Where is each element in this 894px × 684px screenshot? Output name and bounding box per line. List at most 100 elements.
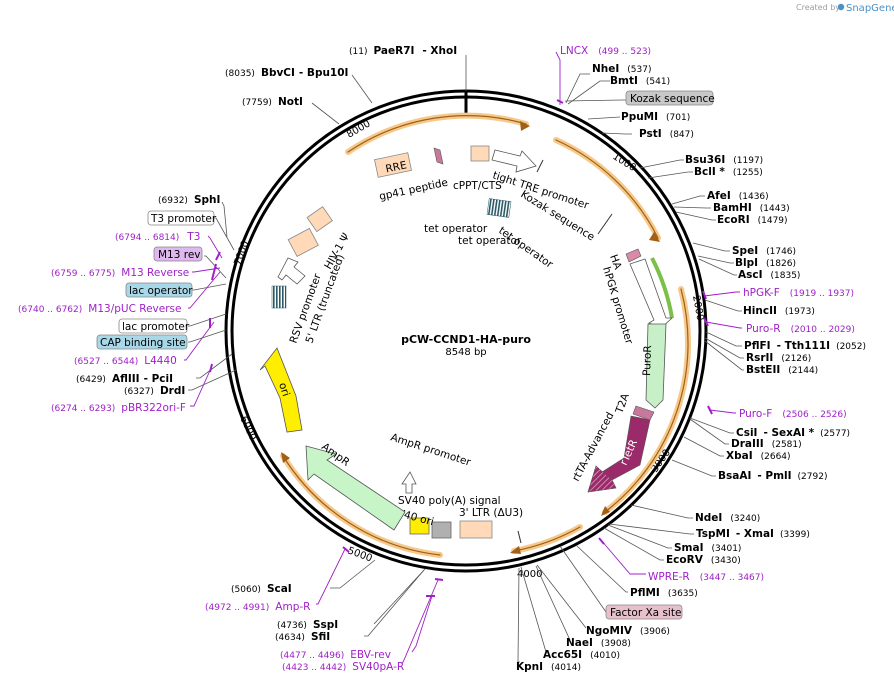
orf-arc-1 (345, 112, 529, 155)
leader-asci (698, 258, 737, 276)
enzyme-label: DraIII(2581) (731, 438, 802, 450)
leader-ndei (630, 504, 693, 519)
enzyme-label: BclI *(1255) (694, 166, 763, 178)
tick-7000: 7000 (232, 239, 251, 267)
tet-operator-block (486, 198, 512, 218)
primer-leader-lncx (555, 51, 561, 105)
tick-5000: 5000 (346, 545, 374, 564)
enzyme-label: SmaI(3401) (674, 542, 741, 554)
leader-bbvci (351, 74, 373, 104)
enzyme-label: XbaI(2664) (726, 450, 791, 462)
tick-2000: 2000 (690, 295, 705, 322)
primer-mark-wprer (598, 537, 605, 545)
primer-leader-m13puc (188, 271, 221, 309)
primer-label: (6794 .. 6814)T3 (115, 231, 200, 243)
primer-leader-hpgkf (703, 291, 740, 297)
orf-arc-3-line (604, 288, 689, 513)
leader-sspi (373, 568, 426, 625)
enzyme-label: AfeI(1436) (707, 190, 769, 202)
rre-label: RRE (385, 159, 408, 175)
enzyme-label: NgoMIV(3906) (586, 625, 670, 637)
leader-kpni (517, 567, 520, 663)
lac-operator-badge (125, 282, 193, 298)
primer-mark-puror (703, 317, 709, 327)
leader-draiii (689, 418, 729, 445)
leader-bmti (567, 80, 610, 105)
boxed-labels: Kozak sequence Factor Xa site T3 promote… (96, 90, 715, 620)
leader-bsteii (704, 340, 744, 371)
leader-pflfi (705, 331, 742, 347)
primer-label: (4423 .. 4442)SV40pA-R (282, 661, 404, 673)
primer-mark-lncx (556, 99, 564, 104)
leader-drdi (188, 369, 237, 391)
orf-arrowhead-4 (510, 546, 521, 554)
primer-mark-m13reverse (213, 263, 217, 273)
leader-bamhi (673, 206, 711, 209)
kozak-tick-1 (536, 159, 544, 173)
leader-sfii (364, 569, 425, 637)
orf-arcs (280, 112, 691, 558)
enzyme-label: (6327)DrdI (124, 385, 185, 397)
leader-ppumi (587, 116, 621, 120)
plasmid-length: 8548 bp (445, 347, 486, 358)
enzyme-label: SpeI(1746) (732, 245, 796, 257)
ha-label: HA (607, 253, 624, 272)
orf-arc-2-line (555, 139, 659, 239)
leader-sphi (221, 201, 228, 238)
orf-arrowhead-1 (520, 121, 530, 131)
lac-operator-badge-text: lac operator (129, 285, 193, 297)
enzyme-label: (7759)NotI (242, 96, 303, 108)
leader-ecori (675, 211, 716, 221)
ampr-promoter-label: AmpR promoter (389, 431, 473, 468)
sv40-ori-box (409, 517, 430, 535)
gp41-peptide-marker (433, 147, 444, 165)
primer-mark-t3 (215, 251, 221, 261)
leader-hincii (704, 299, 742, 312)
credit-brand: SnapGene (846, 3, 894, 14)
primer-mark-sv40par (434, 578, 444, 581)
enzyme-label: EcoRI(1479) (717, 214, 788, 226)
enzyme-label: Acc65I(4010) (543, 649, 620, 661)
cap-site-badge-text: CAP binding site (100, 337, 186, 349)
snapgene-logo-icon (837, 3, 845, 11)
leader-rsrii (704, 337, 744, 359)
enzyme-label: TspMI- XmaI(3399) (696, 528, 810, 540)
orf-arc-1-line (347, 115, 527, 153)
leader-bsu36i (639, 159, 684, 169)
primer-mark-pbr322 (209, 363, 213, 373)
leader-t3promoter (214, 217, 235, 251)
enzyme-label: EcoRV(3430) (666, 554, 741, 566)
primer-label: (6759 .. 6775)M13 Reverse (51, 267, 189, 279)
hpgk-arc (650, 257, 674, 319)
hpgk-promoter-arrow (629, 258, 674, 329)
leader-scai (330, 559, 376, 589)
t3-promoter-badge (147, 210, 215, 226)
tet-operator-label-3: tet operator (496, 225, 555, 271)
primer-label: WPRE-R(3447 .. 3467) (648, 571, 764, 583)
enzyme-label: PflFI- Tth111I(2052) (744, 340, 866, 352)
tet-operator-label-1: tet operator (424, 223, 488, 235)
primer-label: Puro-R(2010 .. 2029) (746, 323, 855, 335)
enzyme-label: BsaAI- PmlI(2792) (718, 470, 827, 482)
ori-label: ori (276, 381, 292, 398)
orf-arc-5-line (282, 455, 441, 556)
rre-box (374, 152, 412, 178)
3ltr-label: 3' LTR (ΔU3) (459, 507, 523, 519)
m13rev-badge-text: M13 rev (158, 249, 201, 261)
leader-pflmi (576, 545, 628, 593)
enzyme-label: BlpI(1826) (735, 257, 796, 269)
ltr-tick (517, 530, 522, 544)
5ltr-box (287, 227, 319, 258)
ampr-arrow (305, 445, 406, 531)
leader-acc65i (520, 566, 547, 653)
kozak-badge (625, 90, 714, 106)
tre-promoter-arrow (491, 149, 537, 173)
enzyme-label: (11)PaeR7I- XhoI (349, 45, 457, 57)
enzyme-label: NaeI(3908) (566, 637, 631, 649)
primer-leader-wprer (600, 539, 646, 575)
enzyme-leaders (188, 55, 744, 663)
snapgene-credit: Created by SnapGene (796, 3, 894, 14)
lac-promoter-badge-text: lac promoter (122, 321, 190, 333)
primer-label: (6527 .. 6544)L4440 (74, 355, 177, 367)
